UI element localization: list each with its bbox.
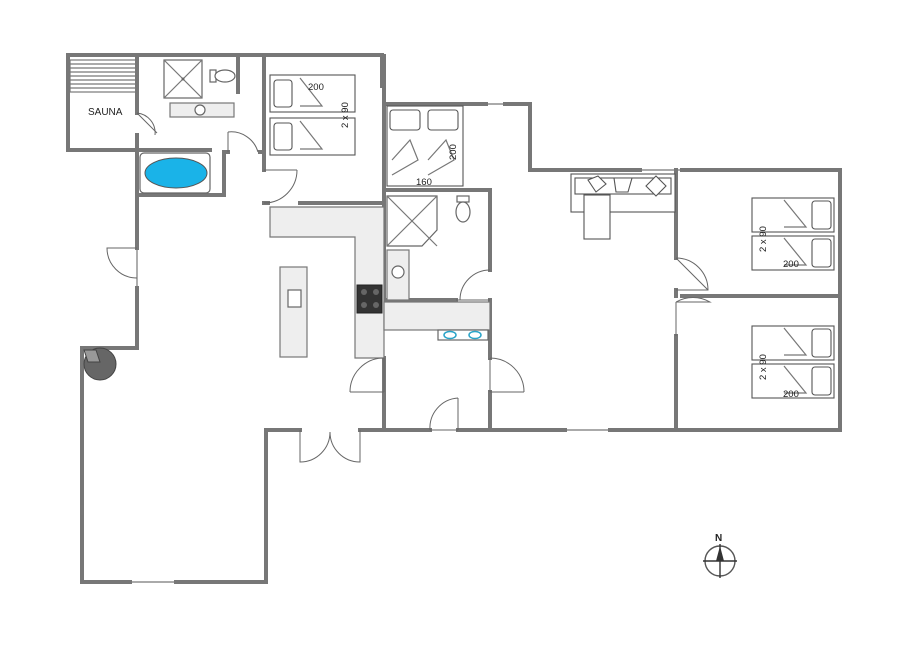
utility-counter bbox=[383, 301, 491, 331]
toilet-icon bbox=[209, 69, 236, 83]
bedroom-4: 2 x 90 200 bbox=[675, 296, 835, 400]
sofa-icon bbox=[570, 173, 676, 240]
bedroom-1-bed-length: 200 bbox=[308, 82, 324, 93]
bed-icon bbox=[751, 197, 835, 271]
west-door[interactable] bbox=[106, 247, 138, 279]
windows bbox=[81, 103, 682, 583]
shower-icon bbox=[163, 59, 203, 99]
sauna-door[interactable] bbox=[136, 112, 158, 136]
bedroom-3: 2 x 90 200 bbox=[675, 197, 835, 291]
shower-icon bbox=[386, 195, 438, 247]
bathroom-1-door[interactable] bbox=[227, 131, 259, 153]
fireplace-icon bbox=[83, 347, 117, 381]
bedroom-4-bed-width: 2 x 90 bbox=[758, 354, 769, 380]
bed-icon bbox=[751, 325, 835, 399]
sauna-bench bbox=[69, 59, 137, 93]
hall-door[interactable] bbox=[489, 357, 525, 393]
bedroom-1-door[interactable] bbox=[263, 169, 298, 204]
sauna-room: SAUNA bbox=[69, 59, 158, 136]
bed-icon bbox=[269, 74, 356, 156]
kitchen-counter bbox=[269, 206, 385, 359]
utility-door[interactable] bbox=[349, 357, 385, 393]
bedroom-3-door[interactable] bbox=[675, 257, 709, 291]
sink-icon bbox=[287, 289, 302, 308]
bedroom-2-bed-width: 160 bbox=[416, 177, 432, 188]
compass-icon: N bbox=[703, 533, 737, 578]
kitchen bbox=[269, 206, 491, 359]
terrace-double-door[interactable] bbox=[299, 430, 361, 463]
bedroom-2-bed-length: 200 bbox=[448, 144, 459, 160]
washbasin-icon bbox=[386, 249, 410, 301]
bathroom-2 bbox=[386, 195, 491, 301]
bedroom-1: 200 2 x 90 bbox=[263, 74, 356, 204]
kitchen-island bbox=[279, 266, 308, 358]
washing-machine-icon bbox=[437, 329, 489, 341]
entrance-door[interactable] bbox=[429, 397, 459, 431]
bathroom-1 bbox=[139, 59, 259, 194]
bedroom-3-bed-length: 200 bbox=[783, 259, 799, 270]
bedroom-4-bed-length: 200 bbox=[783, 389, 799, 400]
bedroom-1-bed-width: 2 x 90 bbox=[340, 102, 351, 128]
bedroom-2: 200 160 bbox=[386, 105, 464, 188]
bedroom-3-bed-width: 2 x 90 bbox=[758, 226, 769, 252]
bathroom-2-door[interactable] bbox=[456, 269, 491, 301]
compass-north-label: N bbox=[715, 533, 722, 544]
sauna-label: SAUNA bbox=[88, 107, 123, 118]
washbasin-icon bbox=[169, 102, 235, 118]
toilet-icon bbox=[455, 195, 471, 223]
bedroom-4-door[interactable] bbox=[675, 296, 712, 336]
stove-icon bbox=[356, 284, 383, 314]
bed-icon bbox=[386, 105, 464, 187]
lounge bbox=[570, 173, 676, 240]
bathtub-icon bbox=[139, 152, 211, 194]
living-area bbox=[83, 247, 525, 463]
